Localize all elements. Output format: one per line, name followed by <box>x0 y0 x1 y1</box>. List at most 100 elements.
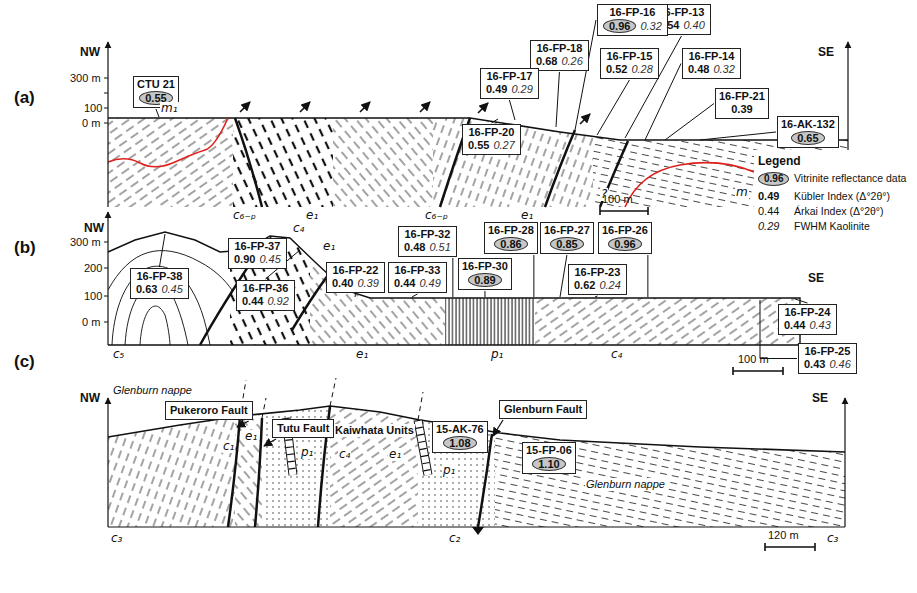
legend-ground <box>754 150 917 238</box>
unit-label: e₁ <box>305 209 319 222</box>
value-row: 1.08 <box>436 436 484 450</box>
value-row: 0.680.26 <box>534 55 585 68</box>
leader-line <box>452 258 453 297</box>
value-row: 0.630.45 <box>134 283 185 296</box>
rock-pattern <box>230 225 310 350</box>
vitrinite-value: 1.08 <box>443 436 476 450</box>
sample-id: 15-FP-06 <box>526 444 572 457</box>
leader-line <box>560 255 567 297</box>
limestone-band <box>418 420 428 475</box>
sample-id: 16-FP-21 <box>719 90 765 103</box>
leader-line <box>355 294 356 297</box>
scale-bar <box>733 367 783 375</box>
kubler-index: 0.48 <box>404 241 425 253</box>
sample-id: 16-FP-38 <box>134 270 185 283</box>
sample-box: 15-FP-061.10 <box>522 442 576 474</box>
legend-sample: 0.29 <box>758 220 779 233</box>
arkai-index: 0.40 <box>683 19 704 31</box>
leader-line <box>491 119 498 123</box>
thrust-arrow <box>300 102 310 112</box>
axis-label: 100 <box>84 102 102 115</box>
section-a-fill <box>108 110 853 210</box>
unit-label: c₆₋ₚ <box>424 209 449 222</box>
kubler-index: 0.40 <box>332 277 353 289</box>
sample-box: 16-FP-170.490.29 <box>480 68 539 99</box>
pointer-arrow <box>264 439 276 446</box>
sample-id: 16-AK-132 <box>781 118 835 131</box>
fault-name: Glenburn Fault <box>504 403 582 416</box>
sample-id: 16-FP-28 <box>488 224 534 237</box>
axis-label: 100 m <box>602 193 633 206</box>
leader-line <box>700 132 776 140</box>
sample-id: 15-AK-76 <box>436 423 484 436</box>
arkai-index: 0.45 <box>161 283 182 295</box>
direction-label: SE <box>818 46 834 59</box>
axis-label: 300 m <box>70 72 101 85</box>
vitrinite-value: 0.85 <box>550 237 583 251</box>
legend-text: Vitrinite reflectance data <box>794 172 906 185</box>
nappe-label: Glenburn nappe <box>585 478 666 491</box>
sample-box: 16-FP-220.400.39 <box>326 262 385 293</box>
direction-label: NW <box>80 46 100 59</box>
unit-label: m₁ <box>160 102 179 115</box>
fault-tip <box>472 527 484 535</box>
sample-box: 16-FP-240.440.43 <box>778 304 837 335</box>
value-row: 0.520.28 <box>604 63 655 76</box>
sample-box: 16-FP-300.89 <box>458 258 512 290</box>
value-row: 0.96 <box>602 237 648 251</box>
panel-letter: (a) <box>14 88 35 107</box>
sample-id: 16-FP-17 <box>484 70 535 83</box>
rock-pattern <box>418 400 495 530</box>
arkai-index: 0.32 <box>713 63 734 75</box>
value-row: 0.480.51 <box>402 241 453 254</box>
rock-pattern <box>330 400 418 530</box>
unit-label: c₅ <box>112 348 125 361</box>
fault <box>292 275 328 330</box>
fault <box>545 130 575 207</box>
kubler-index: 0.52 <box>606 63 627 75</box>
arkai-index: 0.49 <box>419 277 440 289</box>
fold-trace <box>140 306 170 345</box>
value-row: 0.430.46 <box>802 358 853 371</box>
leader-line <box>509 100 515 120</box>
sample-box: 16-FP-270.85 <box>540 222 594 254</box>
thrust-arrow <box>240 102 250 112</box>
arkai-index: 0.46 <box>829 358 850 370</box>
direction-label: NW <box>80 392 100 405</box>
limestone-band <box>418 420 428 475</box>
pointer-arrow <box>237 421 249 427</box>
arkai-index: 0.32 <box>640 20 661 32</box>
unit-label: e₁ <box>322 240 336 253</box>
kubler-index: 0.48 <box>688 63 709 75</box>
sample-box: 16-FP-250.430.46 <box>798 343 857 374</box>
unit-label: c₆₋ₚ <box>232 209 257 222</box>
rock-pattern <box>495 400 850 530</box>
sample-id: CTU 21 <box>137 78 175 91</box>
arkai-index: 0.39 <box>357 277 378 289</box>
unit-label: c₄ <box>610 348 623 361</box>
legend-text: FWHM Kaolinite <box>794 220 870 233</box>
pointer-arrow <box>493 420 503 436</box>
value-row: 0.440.92 <box>240 295 291 308</box>
value-row: 0.65 <box>781 131 835 145</box>
arkai-index: 0.92 <box>267 295 288 307</box>
leader-line <box>575 20 596 130</box>
section-b-fill <box>108 225 805 350</box>
value-row: 0.39 <box>719 103 765 116</box>
unconformity-line <box>108 118 228 167</box>
sample-box: 16-FP-380.630.45 <box>130 268 189 299</box>
axis-label: 0 m <box>82 117 100 130</box>
fault-projection <box>262 398 266 418</box>
unit-group-label: Kaiwhata Units <box>334 424 415 437</box>
rock-pattern <box>333 110 433 210</box>
rock-pattern <box>433 110 593 210</box>
sample-box: 16-FP-370.900.45 <box>228 238 287 269</box>
fault <box>228 416 240 527</box>
axis-label: 0 m <box>82 316 100 329</box>
leader-line <box>665 104 714 141</box>
unit-label: e₁ <box>244 430 258 443</box>
sample-id: 16-FP-36 <box>240 282 291 295</box>
sample-id: 16-FP-23 <box>572 266 623 279</box>
axis-label: 120 m <box>768 529 799 542</box>
vitrinite-value: 0.96 <box>608 237 641 251</box>
